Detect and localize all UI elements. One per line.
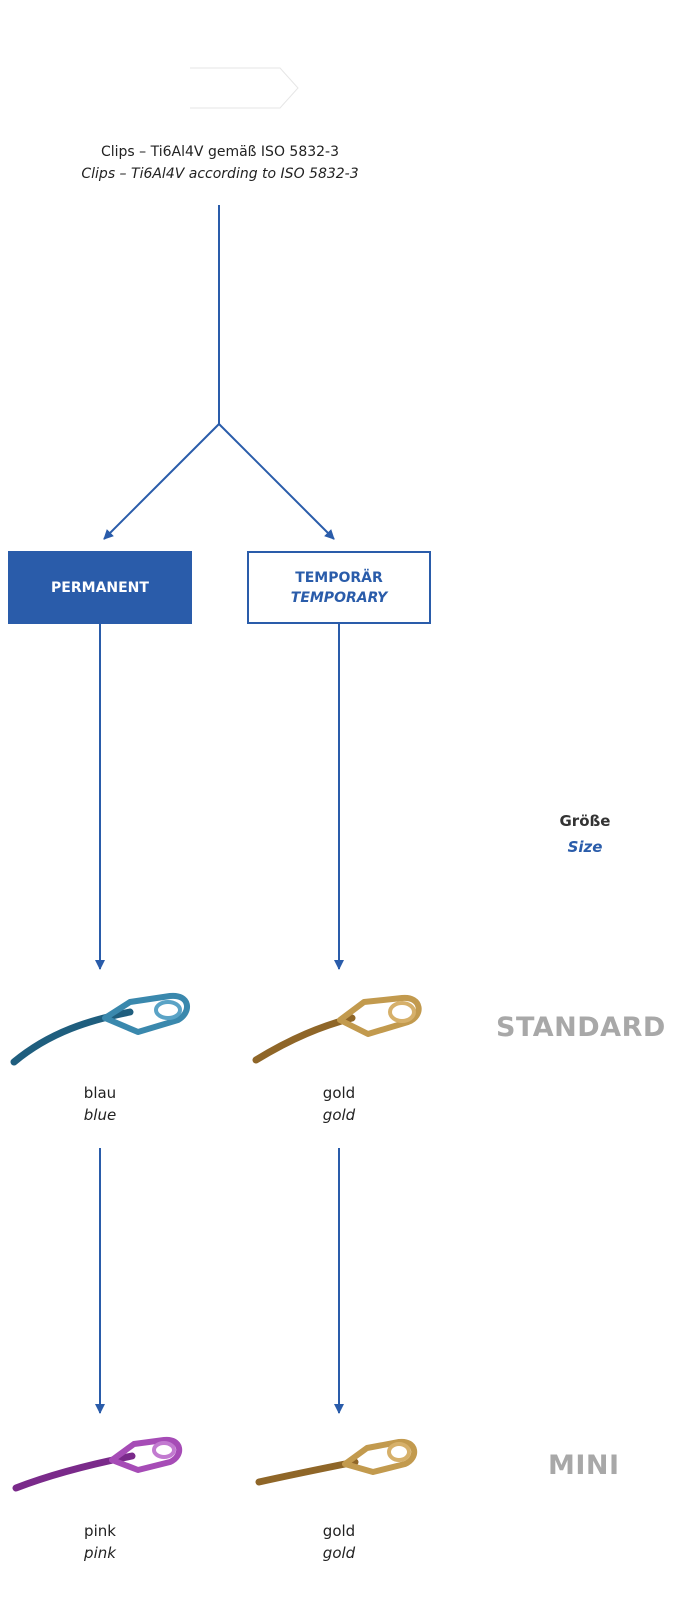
header-tag-shape (190, 67, 299, 109)
clip-pink-color-de: pink (84, 1522, 116, 1540)
clip-blue-caption: blau blue (50, 1082, 150, 1126)
header-title-en: Clips – Ti6Al4V according to ISO 5832-3 (81, 166, 359, 182)
size-header-en: Size (567, 838, 603, 856)
header-title-de: Clips – Ti6Al4V gemäß ISO 5832-3 (100, 144, 339, 160)
clip-gold-mini-color-en: gold (322, 1544, 356, 1562)
clip-gold-standard-image (252, 994, 422, 1064)
clip-blue-color-en: blue (83, 1106, 117, 1124)
clip-gold-standard-caption: gold gold (289, 1082, 389, 1126)
category-temporary-label-de: TEMPORÄR (295, 569, 383, 586)
category-temporary-label-en: TEMPORARY (290, 589, 388, 606)
branch-right-arrow (218, 423, 335, 540)
clip-gold-mini-image (255, 1438, 417, 1486)
header-caption: Clips – Ti6Al4V gemäß ISO 5832-3 Clips –… (20, 141, 420, 185)
category-permanent-box: PERMANENT (8, 551, 192, 624)
clip-gold-mini-color-de: gold (322, 1522, 356, 1540)
branch-left-arrow (103, 423, 220, 540)
size-mini-label: MINI (548, 1450, 620, 1481)
category-permanent-label: PERMANENT (51, 579, 149, 596)
clip-blue-color-de: blau (83, 1084, 117, 1102)
clip-pink-image (12, 1436, 182, 1492)
clip-gold-standard-color-en: gold (322, 1106, 356, 1124)
clip-gold-mini-caption: gold gold (289, 1520, 389, 1564)
clip-gold-standard-color-de: gold (322, 1084, 356, 1102)
clip-blue-image (10, 992, 190, 1066)
clip-pink-caption: pink pink (50, 1520, 150, 1564)
size-header-de: Größe (559, 812, 611, 830)
category-temporary-box: TEMPORÄR TEMPORARY (247, 551, 431, 624)
size-standard-label: STANDARD (496, 1012, 666, 1043)
size-header: Größe Size (535, 808, 635, 860)
clip-pink-color-en: pink (84, 1544, 116, 1562)
